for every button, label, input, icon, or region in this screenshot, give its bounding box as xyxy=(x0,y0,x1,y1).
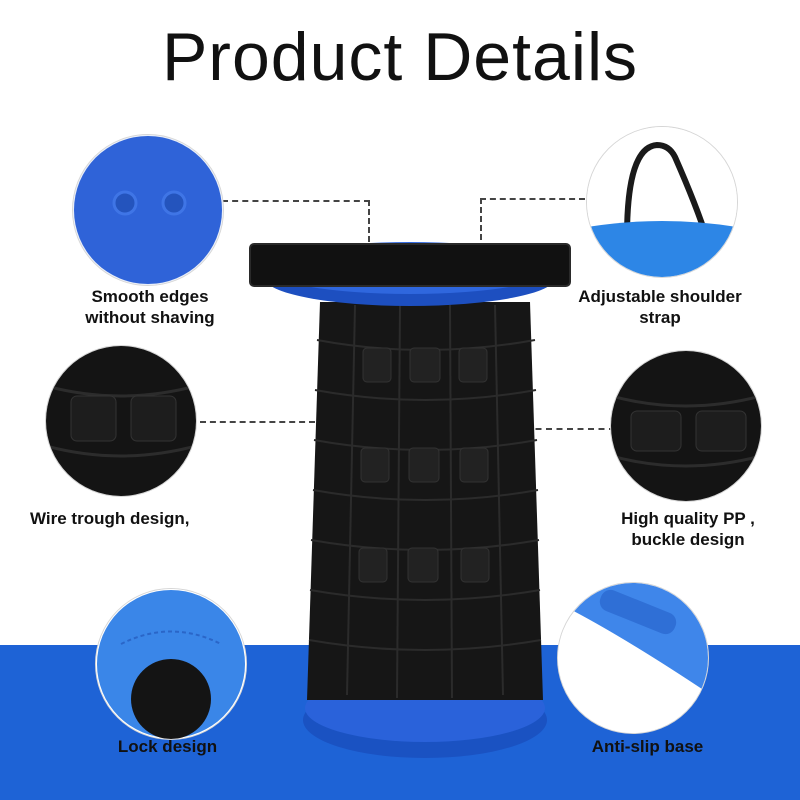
detail-circle-lock xyxy=(95,588,247,740)
label-wire-trough: Wire trough design, xyxy=(30,509,190,528)
connector-line xyxy=(200,421,315,423)
connector-line xyxy=(368,200,370,242)
detail-circle-buckle xyxy=(610,350,762,502)
detail-circle-shoulder-strap xyxy=(586,126,738,278)
page-title: Product Details xyxy=(161,19,639,95)
label-lock: Lock design xyxy=(117,737,218,756)
connector-line xyxy=(480,198,585,200)
connector-line xyxy=(525,428,615,430)
label-anti-slip: Anti-slip base xyxy=(591,737,704,756)
connector-line xyxy=(480,198,482,240)
label-shoulder-strap: Adjustable shoulder strap xyxy=(578,287,742,327)
detail-circle-smooth-edges xyxy=(72,134,224,286)
label-buckle: High quality PP , buckle design xyxy=(621,509,755,549)
label-smooth-edges: Smooth edges without shaving xyxy=(85,287,215,327)
detail-circle-anti-slip xyxy=(557,582,709,734)
detail-circle-wire-trough xyxy=(45,345,197,497)
connector-line xyxy=(222,200,370,202)
stool-image xyxy=(249,242,571,758)
